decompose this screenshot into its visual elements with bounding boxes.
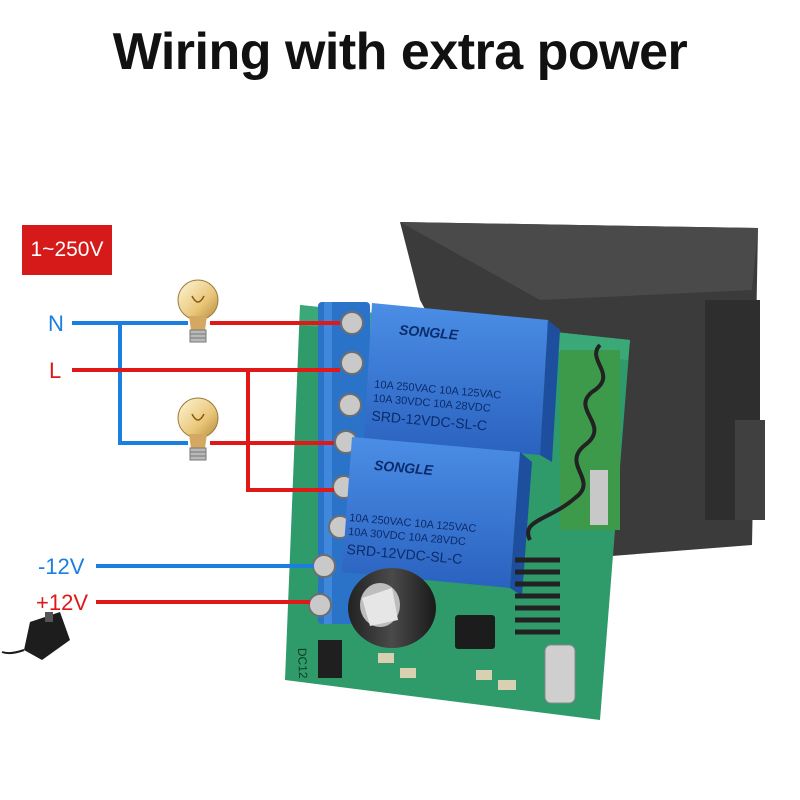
- neutral-label: N: [48, 311, 64, 336]
- relay-2-brand: SONGLE: [373, 457, 434, 478]
- diagram-title: Wiring with extra power: [112, 23, 688, 81]
- light-bulb-icon: [177, 397, 219, 461]
- relay-1-brand: SONGLE: [398, 322, 459, 343]
- live-wire: [72, 321, 340, 492]
- pcb-label: DC12: [295, 648, 310, 679]
- antenna: [515, 343, 606, 635]
- relay-1: SONGLE 10A 250VAC 10A 125VAC 10A 30VDC 1…: [364, 303, 560, 462]
- light-bulb-icon: [177, 279, 219, 343]
- pos-12v-label: +12V: [36, 590, 88, 615]
- capacitor: [348, 568, 436, 648]
- relay-2: SONGLE 10A 250VAC 10A 125VAC 10A 30VDC 1…: [342, 437, 532, 596]
- live-label: L: [49, 358, 62, 383]
- neutral-wire: [72, 321, 188, 445]
- neg-12v-label: -12V: [38, 554, 85, 579]
- power-adapter-icon: [1, 612, 70, 660]
- voltage-badge: 1~250V: [22, 225, 112, 275]
- smd-components: [318, 615, 576, 704]
